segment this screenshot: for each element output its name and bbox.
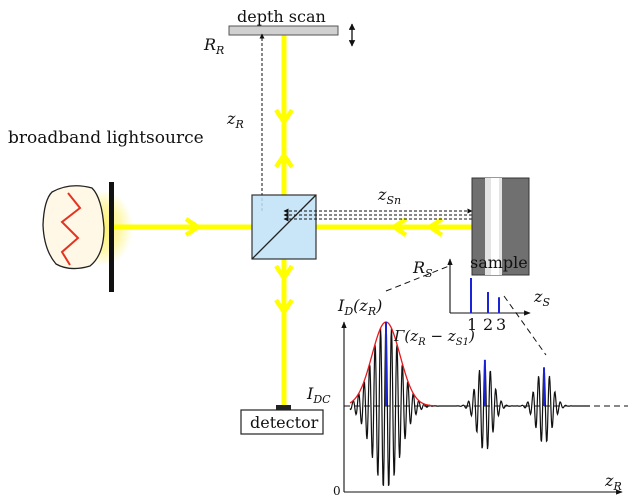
interferogram-trace (349, 321, 590, 486)
detector (240, 405, 324, 435)
mirror-body (228, 25, 339, 36)
rs-peaks (470, 278, 500, 313)
sample (471, 177, 530, 276)
light-beams (114, 34, 473, 406)
detector-sensor (276, 405, 291, 411)
lightsource-aperture (109, 182, 114, 292)
lightsource-label: broadband lightsource (8, 128, 204, 148)
filament (60, 192, 82, 266)
lightbulb-icon (42, 185, 105, 270)
beam-arrow-down-3 (274, 298, 294, 317)
beam-arrow-down (274, 108, 294, 127)
idc-label: IDC (306, 384, 331, 406)
coherence-envelope (349, 321, 435, 407)
beam-arrow-up (274, 150, 294, 169)
zs-label: zS (533, 287, 550, 309)
beam-splitter (251, 194, 317, 260)
detector-box (240, 409, 324, 435)
zr-label: zR (226, 109, 244, 131)
zsn-label: zSn (377, 185, 401, 207)
rr-label: RR (203, 35, 224, 57)
interferogram-plot (341, 321, 628, 495)
reference-mirror (228, 23, 356, 47)
peak-label-3: 3 (496, 315, 506, 334)
peak-label-1: 1 (467, 315, 477, 334)
detector-label: detector (250, 413, 319, 432)
packet-markers (385, 322, 546, 406)
splitter-diagonal (251, 194, 317, 260)
sample-label: sample (470, 253, 528, 272)
broadband-lightsource (42, 182, 133, 292)
zsn-dashed-arrows (283, 208, 501, 222)
zoom-line-left (385, 265, 450, 292)
origin-label: 0 (333, 484, 341, 498)
beam-arrow-left (389, 217, 408, 237)
beam-arrow-down-2 (274, 264, 294, 283)
zoom-line-right (503, 295, 547, 356)
sample-layer-white (491, 178, 499, 275)
id-label: ID(zR) (337, 296, 382, 318)
beam-arrow-right (184, 217, 203, 237)
peak-label-2: 2 (483, 315, 493, 334)
rs-label: RS (412, 258, 433, 280)
beam-arrow-left-2 (425, 217, 444, 237)
depth-scan-label: depth scan (237, 7, 326, 26)
gamma-label: Γ(zR − zS1) (393, 327, 475, 348)
zr-axis-label: zR (604, 471, 622, 493)
